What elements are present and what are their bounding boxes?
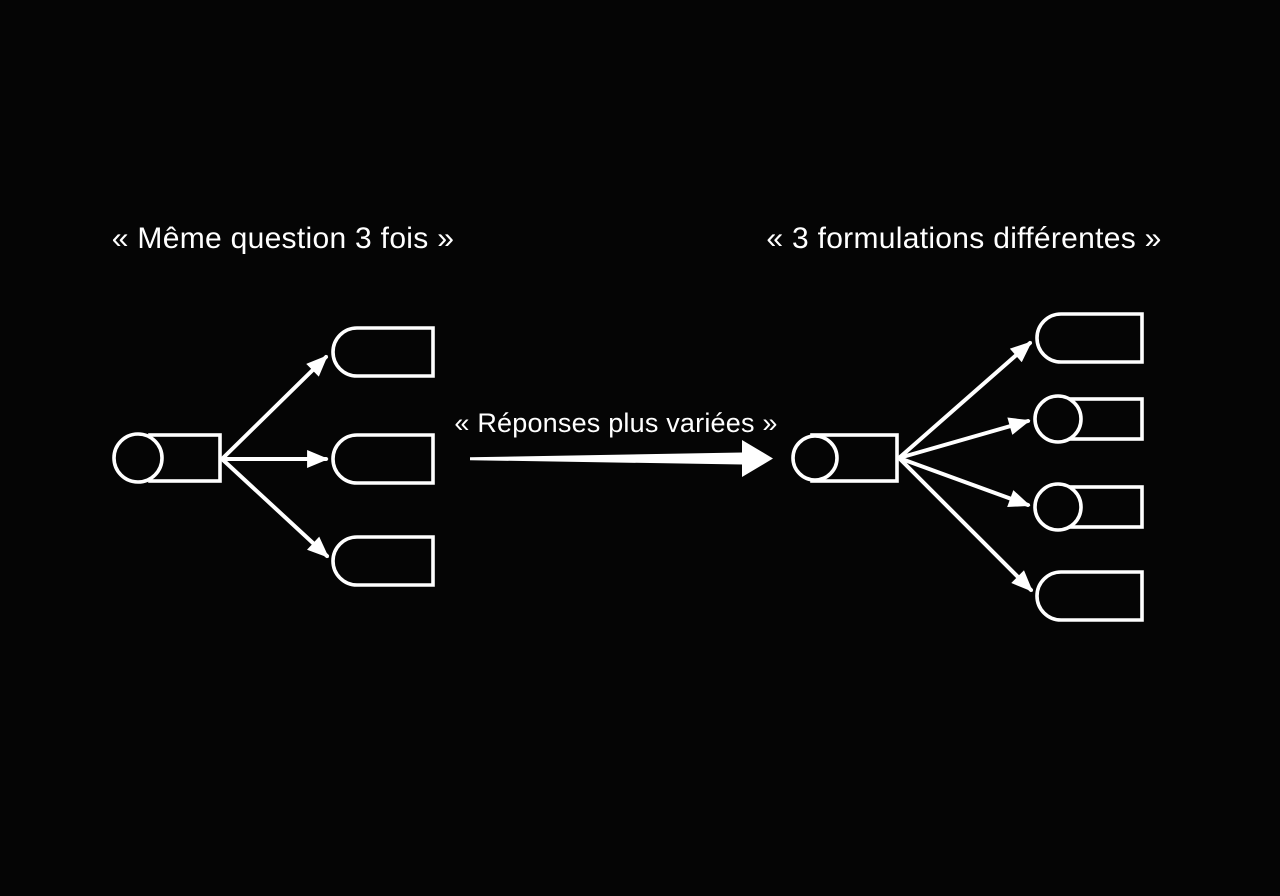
- right-arrow-1: [897, 341, 1033, 460]
- right-output-2-circle: [1033, 394, 1083, 444]
- left-diagram: [112, 326, 435, 587]
- left-output-1: [331, 326, 435, 378]
- right-output-2: [1033, 394, 1144, 444]
- left-output-2: [331, 433, 435, 485]
- right-source-node: [791, 433, 899, 483]
- right-diagram-title: « 3 formulations différentes »: [766, 222, 1161, 255]
- left-arrow-1: [220, 355, 328, 461]
- left-arrow-3: [220, 457, 329, 558]
- right-arrow-2: [897, 417, 1031, 460]
- left-output-3: [331, 535, 435, 587]
- right-diagram: [791, 312, 1144, 622]
- left-source-circle: [112, 432, 164, 484]
- right-output-3-circle: [1033, 482, 1083, 532]
- right-source-circle: [791, 434, 839, 482]
- right-arrow-3: [897, 456, 1031, 507]
- transition-arrow: [470, 440, 773, 477]
- right-fan-arrows: [897, 341, 1033, 592]
- left-source-node: [112, 432, 222, 484]
- left-diagram-title: « Même question 3 fois »: [112, 222, 454, 255]
- left-fan-arrows: [220, 355, 329, 558]
- right-output-4: [1035, 570, 1144, 622]
- right-arrow-4: [897, 456, 1033, 592]
- right-output-3: [1033, 482, 1144, 532]
- transition-label: « Réponses plus variées »: [454, 408, 777, 438]
- right-output-1: [1035, 312, 1144, 364]
